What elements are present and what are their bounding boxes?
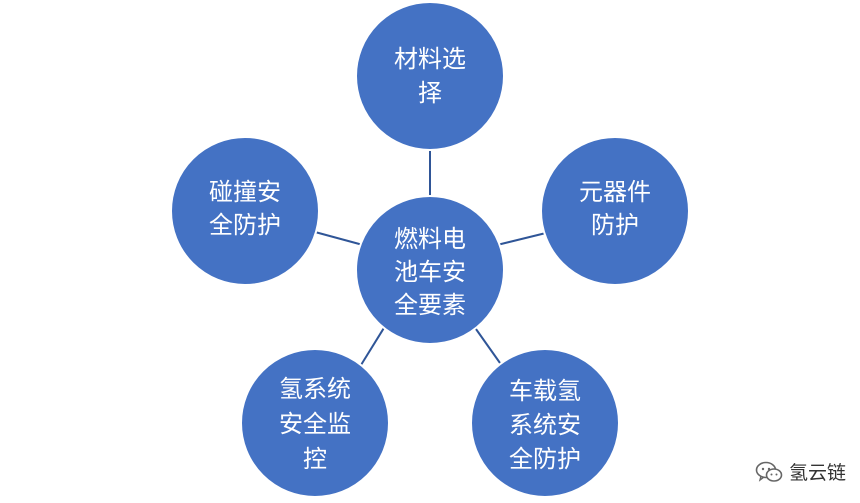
node-monitor-line-1: 氢系统	[279, 375, 351, 403]
node-collision: 碰撞安 全防护	[170, 136, 320, 286]
connector-collision	[314, 231, 364, 246]
watermark: 氢云链	[755, 458, 846, 485]
node-onboard-line-2: 系统安	[509, 411, 581, 439]
node-monitor-line-2: 安全监	[279, 410, 351, 438]
node-collision-line-1: 碰撞安	[209, 178, 281, 206]
node-onboard-line-1: 车载氢	[509, 377, 581, 405]
node-onboard-line-3: 全防护	[509, 445, 581, 473]
node-components: 元器件 防护	[540, 136, 690, 286]
connector-monitor	[360, 322, 388, 366]
watermark-text: 氢云链	[788, 462, 846, 484]
node-components-line-1: 元器件	[579, 178, 651, 206]
wechat-icon	[755, 461, 783, 482]
node-center-line-1: 燃料电	[394, 225, 466, 253]
node-material-line-1: 材料选	[394, 45, 466, 73]
connector-components	[496, 231, 551, 246]
node-material: 材料选 择	[355, 1, 505, 151]
node-components-line-2: 防护	[591, 211, 639, 239]
node-center-line-2: 池车安	[394, 258, 466, 286]
node-monitor-line-3: 控	[303, 445, 327, 473]
node-center-line-3: 全要素	[394, 291, 466, 319]
node-collision-line-2: 全防护	[209, 211, 281, 239]
node-monitor: 氢系统 安全监 控	[240, 348, 390, 498]
node-onboard: 车载氢 系统安 全防护	[470, 348, 620, 498]
node-material-line-2: 择	[418, 79, 442, 107]
node-center: 燃料电 池车安 全要素	[355, 195, 505, 345]
